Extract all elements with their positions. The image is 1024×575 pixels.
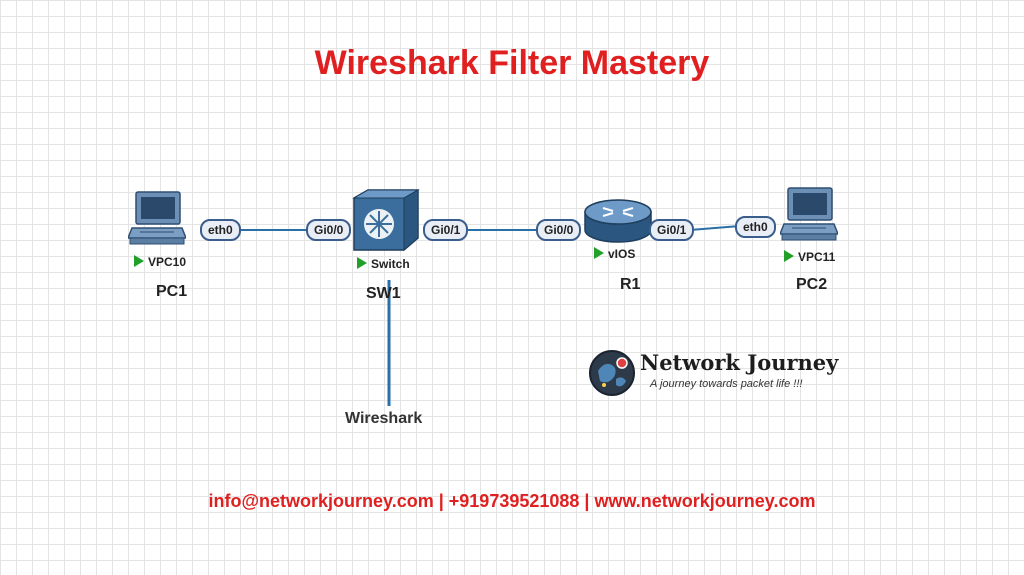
pc1-computer-icon[interactable] — [126, 190, 188, 253]
brand-tagline: A journey towards packet life !!! — [650, 378, 803, 390]
pc2-type-label: VPC11 — [784, 250, 835, 264]
pc2-computer-icon[interactable] — [778, 186, 840, 249]
wireshark-label: Wireshark — [345, 410, 423, 427]
r1-type-text: vIOS — [608, 247, 636, 261]
sw1-hostname: SW1 — [366, 285, 401, 302]
pc1-type-label: VPC10 — [134, 255, 186, 269]
running-status-icon — [594, 247, 604, 259]
pc2-type-text: VPC11 — [798, 250, 836, 264]
switch-icon[interactable] — [352, 188, 420, 257]
link-r1-pc2 — [689, 225, 741, 231]
diagram-title: Wireshark Filter Mastery — [314, 44, 710, 82]
router-icon[interactable] — [583, 198, 653, 249]
sw1-port-gi00[interactable]: Gi0/0 — [306, 219, 352, 241]
running-status-icon — [134, 255, 144, 267]
sw1-port-gi01[interactable]: Gi0/1 — [423, 219, 469, 241]
network-journey-logo-icon — [588, 349, 636, 402]
running-status-icon — [357, 257, 367, 269]
r1-port-gi01[interactable]: Gi0/1 — [649, 219, 695, 241]
brand-name: Network Journey — [640, 350, 839, 375]
pc2-port-eth0[interactable]: eth0 — [735, 216, 776, 238]
sw1-type-label: Switch — [357, 257, 410, 271]
r1-type-label: vIOS — [594, 247, 635, 261]
pc1-type-text: VPC10 — [148, 255, 187, 269]
pc1-port-eth0[interactable]: eth0 — [200, 219, 241, 241]
contact-footer: info@networkjourney.com | +919739521088 … — [208, 491, 816, 511]
pc2-hostname: PC2 — [796, 276, 828, 293]
r1-port-gi00[interactable]: Gi0/0 — [536, 219, 582, 241]
sw1-type-text: Switch — [371, 257, 410, 271]
running-status-icon — [784, 250, 794, 262]
r1-hostname: R1 — [620, 276, 641, 293]
pc1-hostname: PC1 — [156, 283, 188, 300]
